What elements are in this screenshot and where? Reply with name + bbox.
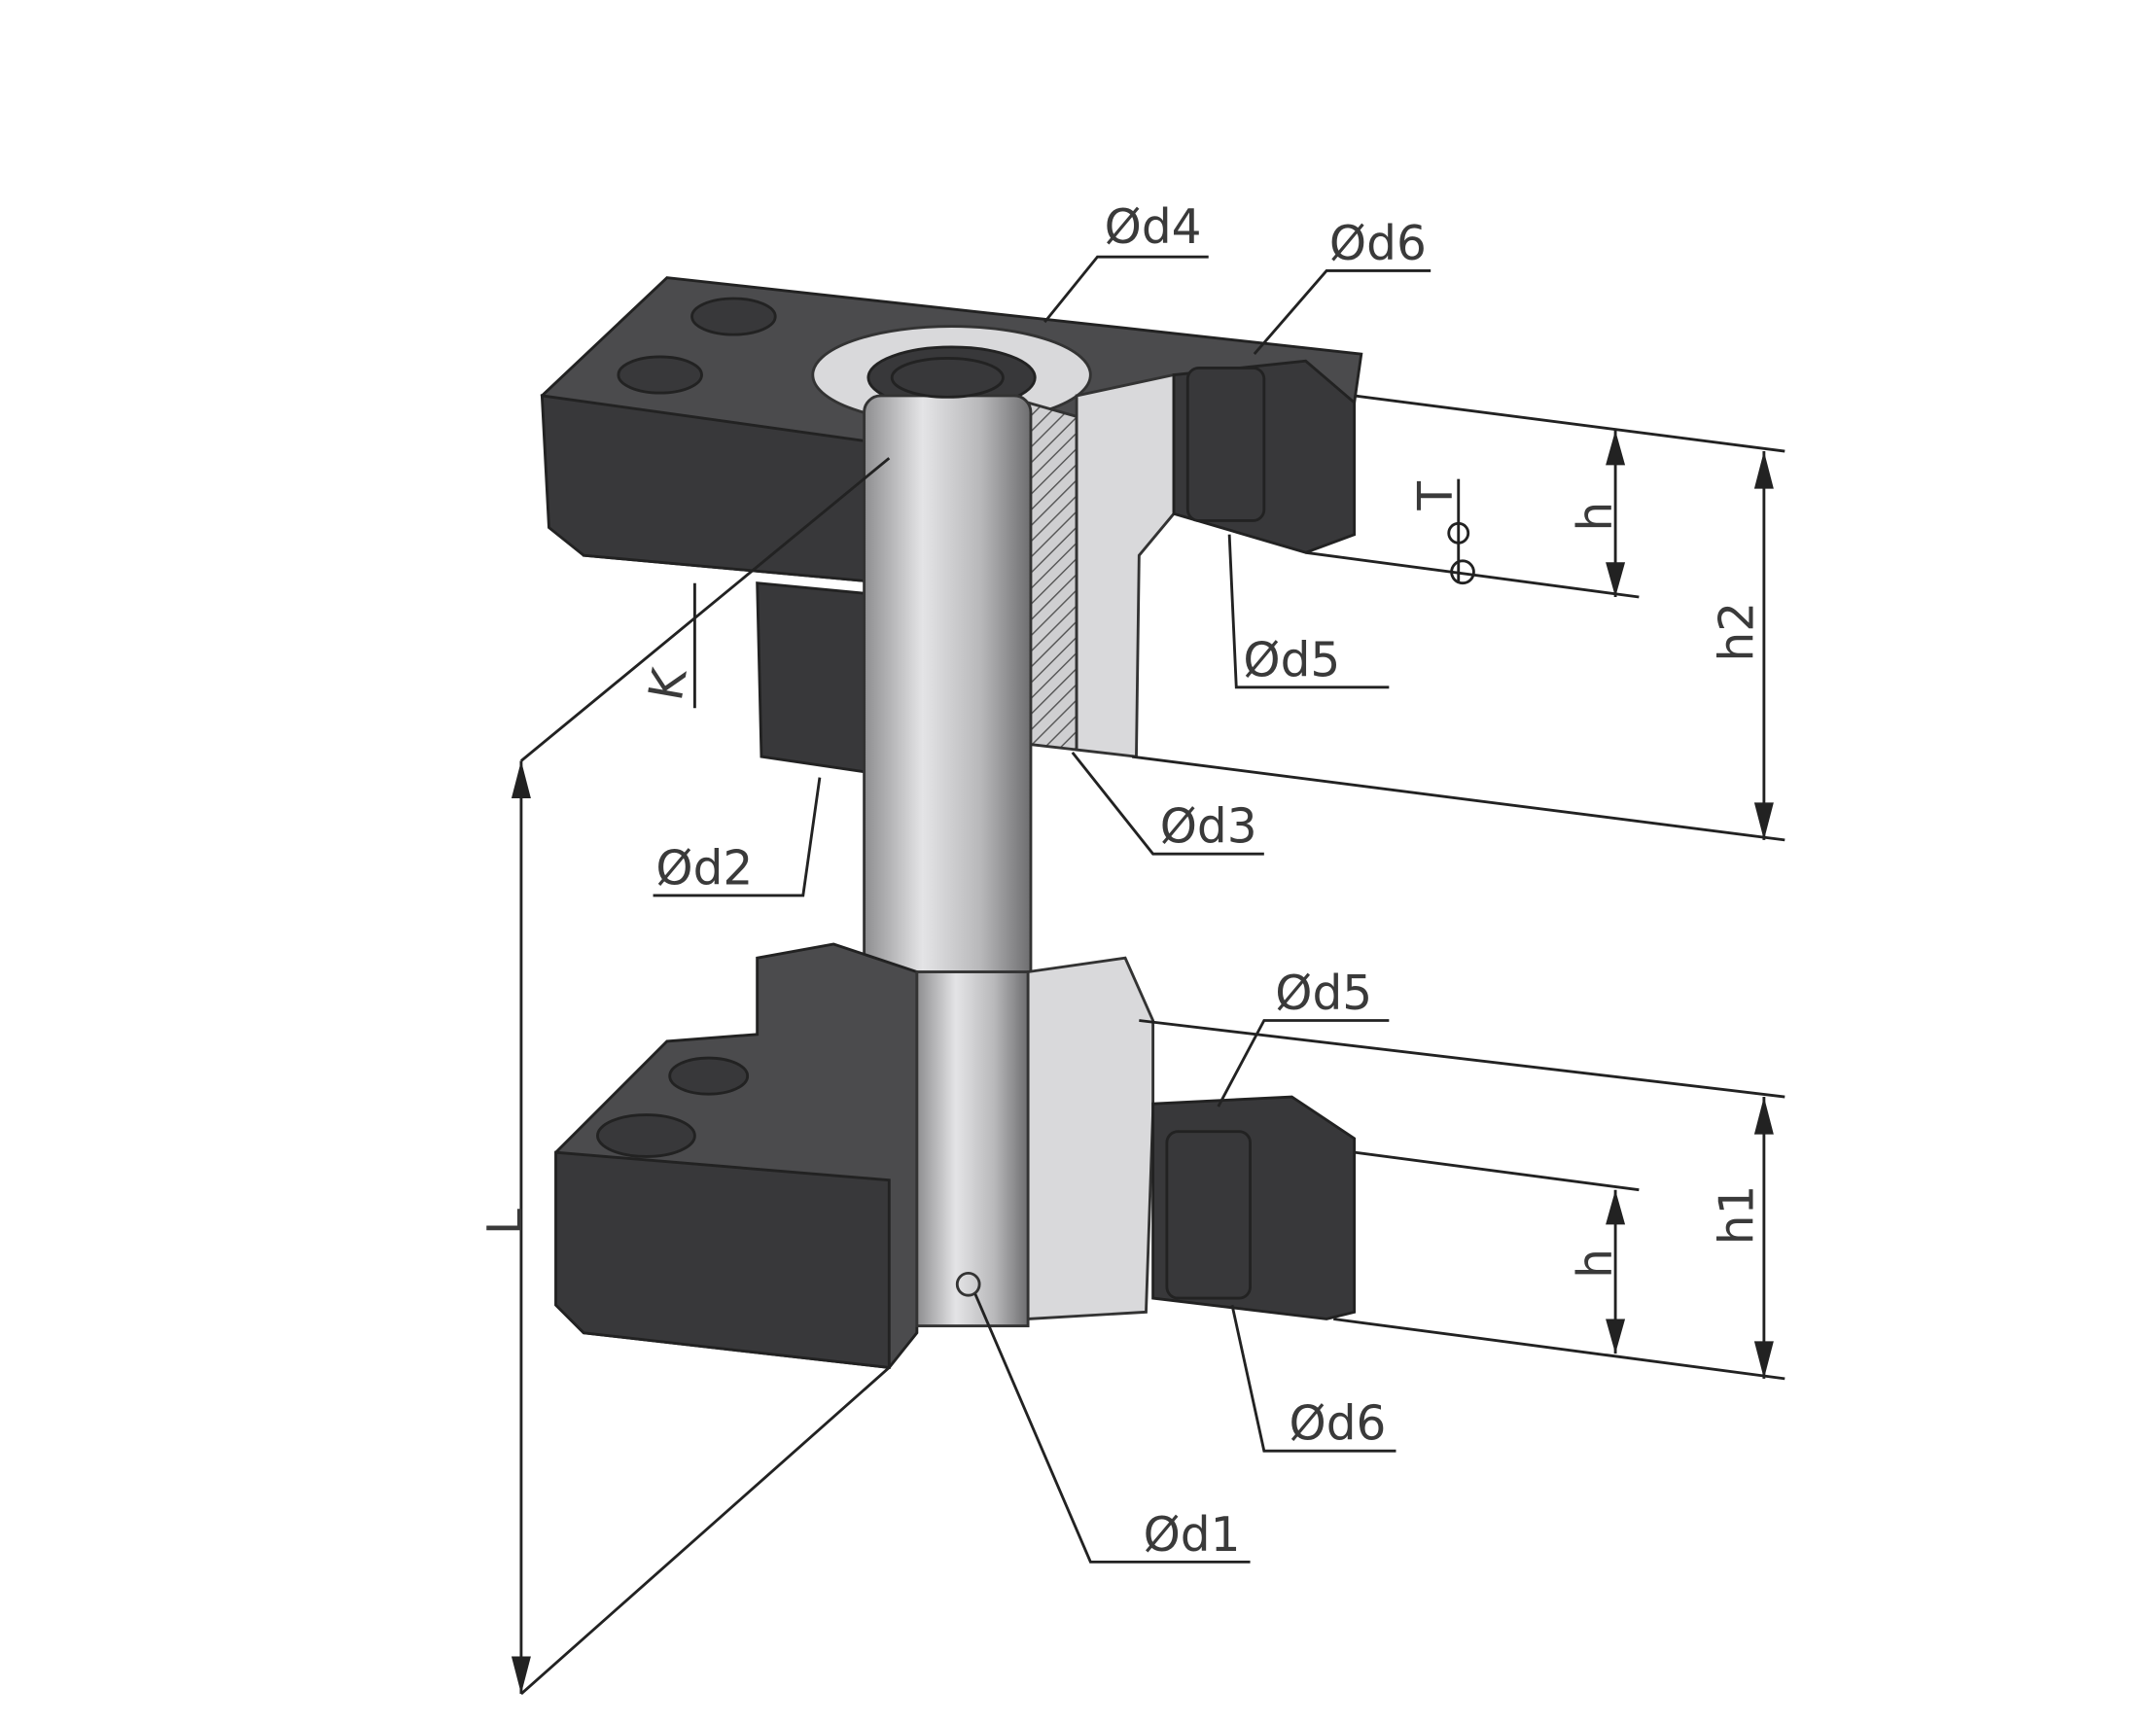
label-d6-bottom: Ød6 (1290, 1397, 1387, 1452)
upper-pin-bore (1185, 366, 1266, 522)
label-d4: Ød4 (1105, 200, 1202, 255)
label-T: T (1409, 481, 1464, 511)
label-K: K (639, 663, 698, 704)
label-d5-bottom: Ød5 (1275, 967, 1372, 1021)
mounting-hole (617, 355, 703, 395)
lower-pin-bore (1165, 1130, 1252, 1300)
label-h2: h2 (1710, 602, 1764, 662)
label-d2: Ød2 (655, 842, 753, 897)
label-d6-top: Ød6 (1329, 217, 1427, 271)
mounting-hole (668, 1056, 750, 1096)
leader-lines (653, 255, 1431, 1564)
label-d5-top: Ød5 (1243, 633, 1340, 687)
label-h-bottom: h (1569, 1248, 1623, 1279)
dimension-lines (511, 394, 1785, 1696)
label-h-top: h (1569, 502, 1623, 532)
lower-flange-block (554, 942, 1357, 1370)
label-d3: Ød3 (1160, 800, 1257, 855)
mounting-hole (690, 297, 777, 336)
mounting-hole (596, 1113, 696, 1158)
label-d1: Ød1 (1144, 1508, 1241, 1563)
label-L: L (478, 1209, 533, 1235)
label-h1: h1 (1710, 1185, 1764, 1246)
